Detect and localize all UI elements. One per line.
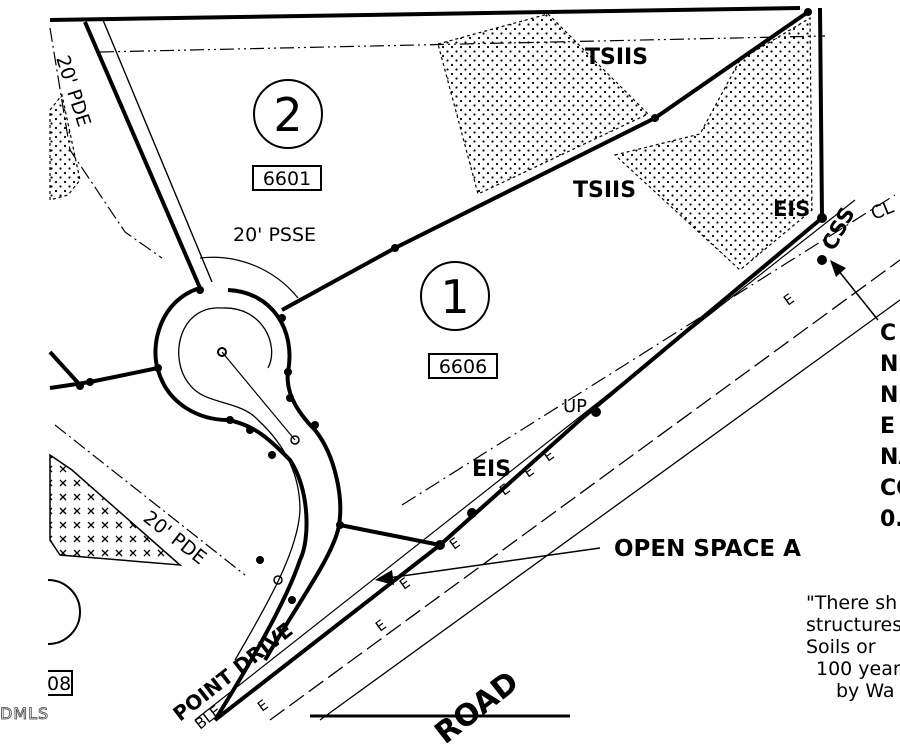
marker-open-2 [273,575,283,585]
psse-label: 20' PSSE [233,224,316,246]
lot-front-line [339,523,441,547]
road-name: ROAD [428,665,525,751]
tsiis-soil-area-right [613,16,813,271]
callout-line: E [880,414,896,439]
css-arrow [830,260,879,321]
svg-text:E: E [541,447,558,465]
cul-de-sac-inner-2 [221,307,273,369]
up-label: UP [563,396,587,417]
lot-right-boundary [818,7,824,219]
lot-top-boundary [49,6,801,22]
open-space-arrow [375,547,601,585]
lot-1-id-label: 6606 [439,356,487,378]
lot-partial-id: 08 [47,673,71,695]
survey-markers [76,8,827,604]
callout-line: CO [880,476,900,501]
soil-area-left [49,93,81,201]
lot-setback-line [401,194,896,506]
watermark: DMLS [0,704,50,724]
marker-open [290,435,300,445]
note-line: structures [806,614,900,636]
open-space-label: OPEN SPACE A [614,536,801,562]
cul-de-sac-center [217,347,227,357]
road-frontage-line [213,216,824,722]
note-line: Soils or [806,636,876,658]
lot-line-west-2 [48,350,82,387]
callout-line: N [880,352,899,377]
callout-line: C [880,321,897,346]
lot-line-left [83,21,202,289]
rear-setback-line [99,35,826,53]
lot-1-number: 1 [440,270,469,324]
lot-1-id-box [428,353,498,379]
note-line: by Wa [836,680,895,702]
cl-label: CL [868,197,897,225]
lot-2-id-box [252,165,322,191]
tsiis-label-mid: TSIIS [573,178,636,203]
tsiis-soil-area-top [437,13,650,195]
svg-text:E: E [397,575,414,593]
svg-text:E: E [447,535,464,553]
road-row-line-outer [269,259,900,721]
left-edge-mask [0,0,48,702]
electric-line-marks: E E E E E E E E [255,291,798,715]
note-line: "There sh [806,592,898,614]
cul-de-sac-inner [178,307,301,661]
lot-2-id-label: 6601 [263,168,311,190]
truncated-callout: C N N E NA CO 0. [880,318,900,535]
lot-1-2-divider [281,10,810,312]
eis-label-road: EIS [472,457,511,482]
cul-de-sac-outer-2 [227,288,343,662]
psse-easement-arc [199,256,299,299]
road-row-line-inner [319,299,900,721]
svg-text:E: E [373,617,390,635]
lot-2-number: 2 [273,88,302,142]
road-edge-line [194,199,856,721]
pde-easement-line [49,27,163,259]
callout-line: NA [880,445,900,470]
eis-label-right: EIS [773,197,810,221]
callout-line: 0. [880,507,900,532]
svg-text:E: E [255,697,272,715]
soil-area-bottom-left [49,453,183,566]
lot-1-circle [420,261,490,331]
note-line: 100 year [816,658,900,680]
svg-text:E: E [521,463,538,481]
callout-line: N [880,383,899,408]
cul-de-sac-outer [153,286,309,722]
plat-note: "There sh structures Soils or 100 year b… [806,592,900,702]
tsiis-label-top: TSIIS [585,45,648,70]
lot-2-circle [253,79,323,149]
radius-line [221,351,296,441]
lot-line-left-inner [102,19,213,283]
svg-text:E: E [781,291,798,309]
pde-bottom-line [54,424,246,576]
